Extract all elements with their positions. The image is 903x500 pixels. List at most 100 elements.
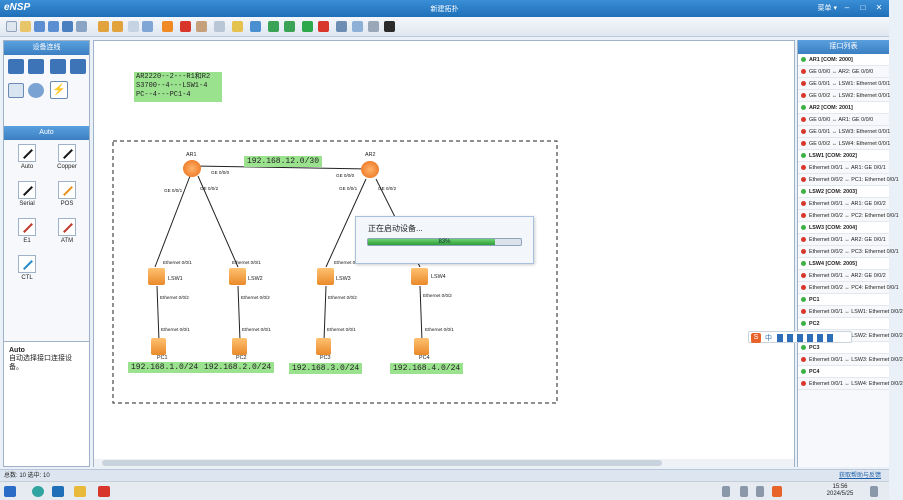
- router-category-icon[interactable]: [8, 59, 24, 74]
- stop-devices-icon[interactable]: [318, 21, 329, 32]
- interface-row[interactable]: Ethernet 0/0/2 ↔ PC1: Ethernet 0/0/1: [798, 174, 899, 186]
- ime-toolbar[interactable]: S 中: [748, 331, 852, 343]
- windows-start-icon[interactable]: [4, 486, 16, 497]
- interface-device-row[interactable]: PC4: [798, 366, 889, 378]
- switch-lsw1-icon[interactable]: [148, 268, 165, 285]
- open-file-icon[interactable]: [20, 21, 31, 32]
- cable-auto-button[interactable]: Auto: [12, 144, 42, 176]
- pc-pc4-icon[interactable]: [414, 338, 429, 355]
- hand-icon[interactable]: [162, 21, 173, 32]
- tray-volume-icon[interactable]: [756, 486, 764, 497]
- link-label-ar1-ar2[interactable]: 192.168.12.0/30: [244, 156, 323, 167]
- firewall-category-icon[interactable]: [70, 59, 86, 74]
- interface-device-row[interactable]: LSW4 [COM: 2005]: [798, 258, 889, 270]
- notification-icon[interactable]: [870, 486, 878, 497]
- interface-row[interactable]: Ethernet 0/0/1 ↔ LSW1: Ethernet 0/0/2: [798, 306, 903, 318]
- minimize-icon[interactable]: –: [844, 3, 850, 12]
- interface-device-row[interactable]: LSW3 [COM: 2004]: [798, 222, 889, 234]
- interface-row[interactable]: Ethernet 0/0/1 ↔ LSW3: Ethernet 0/0/2: [798, 354, 903, 366]
- rectangle-icon[interactable]: [232, 21, 243, 32]
- subnet-label-pc3[interactable]: 192.168.3.0/24: [289, 363, 363, 374]
- text-icon[interactable]: [214, 21, 225, 32]
- tray-wifi-icon[interactable]: [740, 486, 748, 497]
- ensp-app-icon[interactable]: [52, 486, 64, 497]
- switch-lsw3-icon[interactable]: [317, 268, 334, 285]
- palette-icon[interactable]: [250, 21, 261, 32]
- cable-pos-button[interactable]: POS: [52, 181, 82, 213]
- zoom-in-icon[interactable]: [268, 21, 279, 32]
- pc-pc1-icon[interactable]: [151, 338, 166, 355]
- cloud-category-icon[interactable]: [28, 83, 44, 98]
- cable-e1-button[interactable]: E1: [12, 218, 42, 250]
- interface-device-row[interactable]: PC1: [798, 294, 889, 306]
- new-lab-icon[interactable]: [34, 21, 45, 32]
- save-icon[interactable]: [48, 21, 59, 32]
- edge-browser-icon[interactable]: [32, 486, 44, 497]
- clock[interactable]: 15:56 2024/5/25: [818, 484, 862, 498]
- move-icon[interactable]: [142, 21, 153, 32]
- interface-device-row[interactable]: AR2 [COM: 2001]: [798, 102, 889, 114]
- tray-chevron-icon[interactable]: [722, 486, 730, 497]
- file-explorer-icon[interactable]: [74, 486, 86, 497]
- cable-ctl-button[interactable]: CTL: [12, 255, 42, 287]
- interface-row[interactable]: Ethernet 0/0/2 ↔ PC3: Ethernet 0/0/1: [798, 246, 899, 258]
- switch-lsw2-icon[interactable]: [229, 268, 246, 285]
- interface-row[interactable]: Ethernet 0/0/1 ↔ LSW4: Ethernet 0/0/2: [798, 378, 903, 390]
- interface-row[interactable]: GE 0/0/1 ↔ LSW1: Ethernet 0/0/1: [798, 78, 890, 90]
- pc-pc2-icon[interactable]: [232, 338, 247, 355]
- cli-icon[interactable]: [352, 21, 363, 32]
- subnet-label-pc4[interactable]: 192.168.4.0/24: [390, 363, 464, 374]
- print-icon[interactable]: [76, 21, 87, 32]
- switch-category-icon[interactable]: [28, 59, 44, 74]
- cable-atm-button[interactable]: ATM: [52, 218, 82, 250]
- tray-ime-icon[interactable]: [772, 486, 782, 497]
- pc-category-icon[interactable]: [8, 83, 24, 98]
- display-grid-icon[interactable]: [368, 21, 379, 32]
- delete-icon[interactable]: [180, 21, 191, 32]
- delete-link-icon[interactable]: [196, 21, 207, 32]
- interface-device-row[interactable]: LSW2 [COM: 2003]: [798, 186, 889, 198]
- ime-tools-icons[interactable]: [777, 334, 837, 342]
- subnet-label-pc2[interactable]: 192.168.2.0/24: [201, 362, 275, 373]
- new-topology-icon[interactable]: [6, 21, 17, 32]
- main-menu-button[interactable]: 菜单 ▾: [817, 5, 837, 12]
- switch-lsw4-icon[interactable]: [411, 268, 428, 285]
- cable-category-icon[interactable]: ⚡: [50, 81, 68, 99]
- interface-device-row[interactable]: PC2: [798, 318, 889, 330]
- select-icon[interactable]: [128, 21, 139, 32]
- topology-view-icon[interactable]: [384, 21, 395, 32]
- interface-device-row[interactable]: AR1 [COM: 2000]: [798, 54, 889, 66]
- interface-row[interactable]: GE 0/0/0 ↔ AR1: GE 0/0/0: [798, 114, 889, 126]
- scrollbar-thumb[interactable]: [102, 460, 662, 466]
- cable-serial-button[interactable]: Serial: [12, 181, 42, 213]
- interface-row[interactable]: Ethernet 0/0/1 ↔ AR1: GE 0/0/2: [798, 198, 889, 210]
- interface-row[interactable]: GE 0/0/2 ↔ LSW2: Ethernet 0/0/1: [798, 90, 890, 102]
- router-ar1-icon[interactable]: [183, 160, 201, 177]
- interface-row[interactable]: GE 0/0/2 ↔ LSW4: Ethernet 0/0/1: [798, 138, 890, 150]
- capture-icon[interactable]: [336, 21, 347, 32]
- ime-chinese-mode-icon[interactable]: 中: [765, 335, 772, 342]
- router-ar2-icon[interactable]: [361, 161, 379, 178]
- wlan-category-icon[interactable]: [50, 59, 66, 74]
- undo-icon[interactable]: [98, 21, 109, 32]
- redo-icon[interactable]: [112, 21, 123, 32]
- interface-device-row[interactable]: LSW1 [COM: 2002]: [798, 150, 889, 162]
- interface-row[interactable]: Ethernet 0/0/1 ↔ AR2: GE 0/0/2: [798, 270, 889, 282]
- cable-copper-button[interactable]: Copper: [52, 144, 82, 176]
- interface-device-row[interactable]: PC3: [798, 342, 889, 354]
- interface-row[interactable]: Ethernet 0/0/1 ↔ AR2: GE 0/0/1: [798, 234, 889, 246]
- save-as-icon[interactable]: [62, 21, 73, 32]
- subnet-label-pc1[interactable]: 192.168.1.0/24: [128, 362, 202, 373]
- wps-office-icon[interactable]: [98, 486, 110, 497]
- interface-row[interactable]: Ethernet 0/0/1 ↔ AR1: GE 0/0/1: [798, 162, 889, 174]
- pc-pc3-icon[interactable]: [316, 338, 331, 355]
- help-feedback-link[interactable]: 获取帮助与反馈: [838, 473, 881, 479]
- interface-row[interactable]: GE 0/0/0 ↔ AR2: GE 0/0/0: [798, 66, 889, 78]
- interface-row[interactable]: Ethernet 0/0/2 ↔ PC4: Ethernet 0/0/1: [798, 282, 899, 294]
- maximize-icon[interactable]: □: [860, 3, 866, 12]
- topology-note[interactable]: AR2220--2---R1和R2 S3700--4---LSW1-4 PC--…: [134, 72, 222, 102]
- close-icon[interactable]: ✕: [875, 3, 883, 12]
- zoom-out-icon[interactable]: [284, 21, 295, 32]
- sogou-ime-icon[interactable]: S: [751, 333, 761, 343]
- interface-row[interactable]: GE 0/0/1 ↔ LSW3: Ethernet 0/0/1: [798, 126, 890, 138]
